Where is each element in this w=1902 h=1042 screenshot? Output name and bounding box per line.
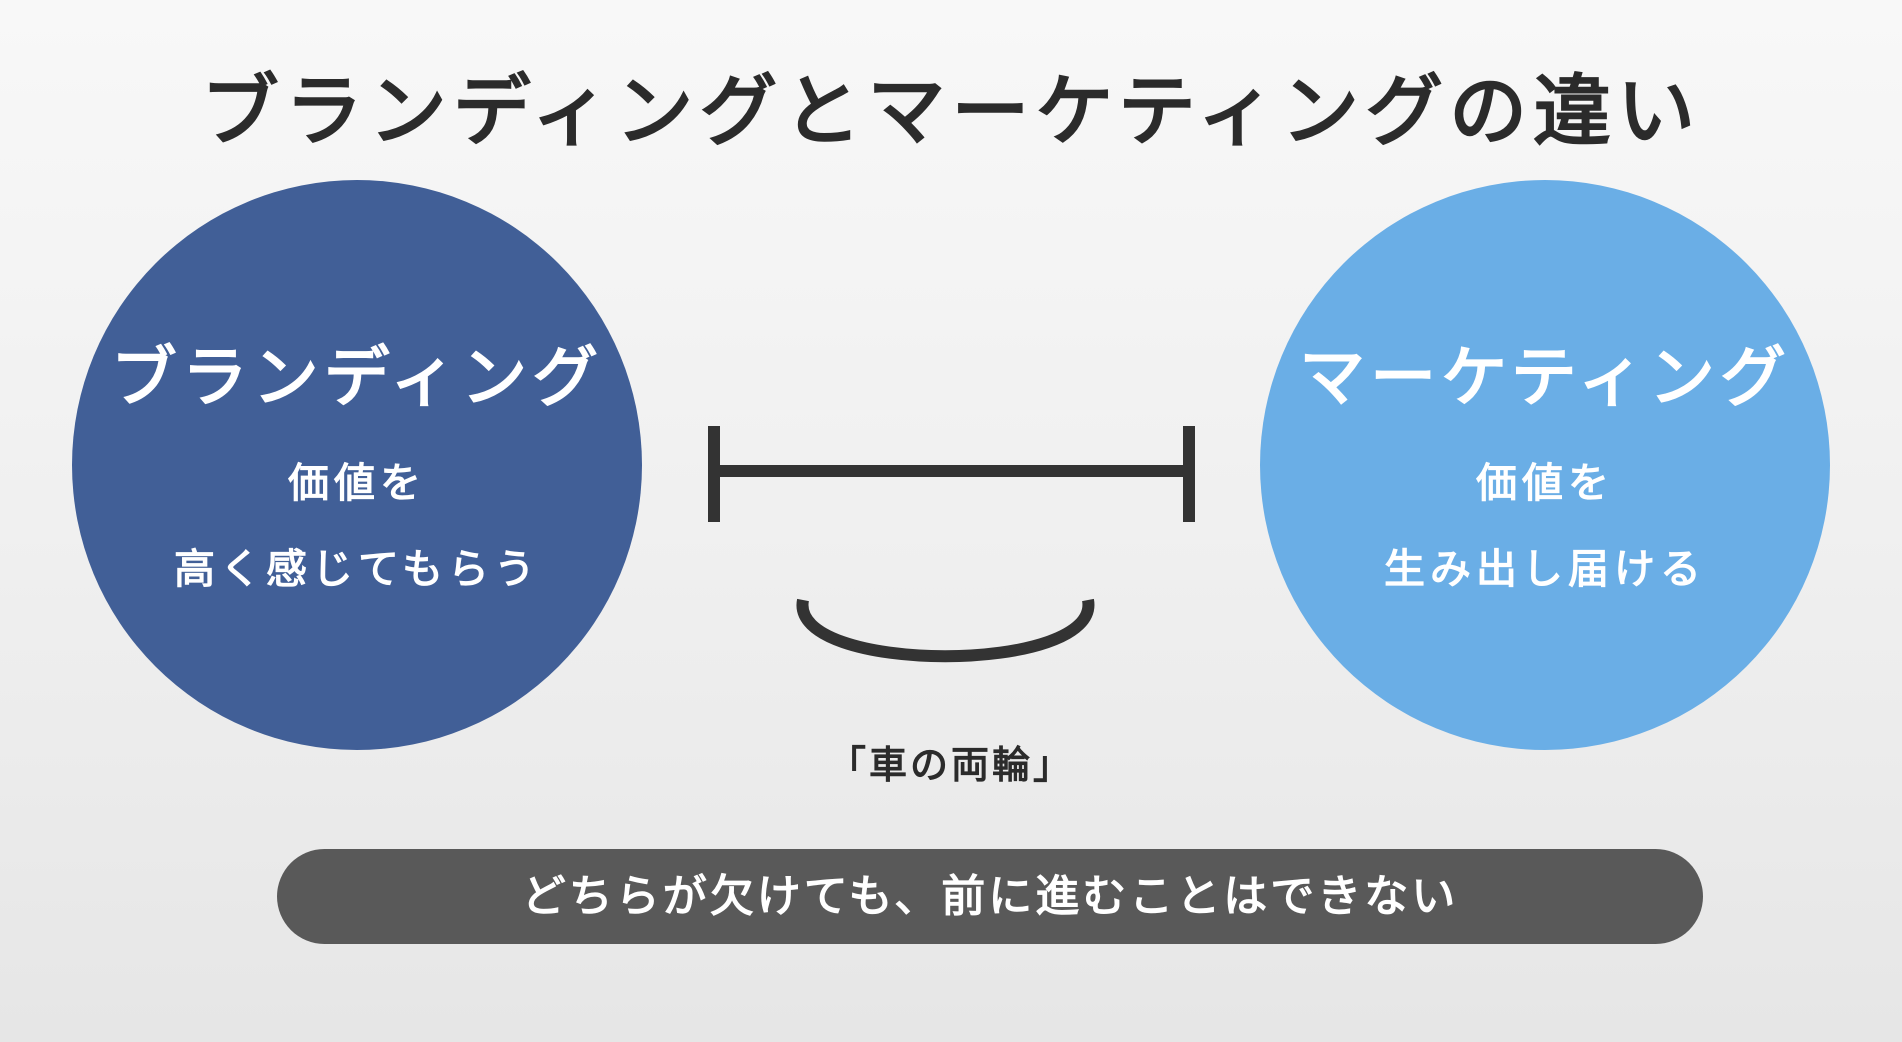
marketing-circle: マーケティング 価値を 生み出し届ける [1260,180,1830,750]
marketing-text-line-2: 生み出し届ける [1384,545,1706,593]
axle-and-smile-icon [708,426,1195,663]
branding-text-line-2: 高く感じてもらう [174,545,540,593]
conclusion-banner: どちらが欠けても、前に進むことはできない [277,849,1703,944]
connector-caption: 「車の両輪」 [827,743,1074,787]
smile-curve [796,598,1095,663]
branding-heading: ブランディング [110,339,604,416]
marketing-heading: マーケティング [1299,339,1791,416]
branding-text-line-1: 価値を [288,459,426,507]
diagram-title: ブランディングとマーケティングの違い [200,67,1702,157]
branding-circle: ブランディング 価値を 高く感じてもらう [72,180,642,750]
marketing-text-line-1: 価値を [1476,459,1614,507]
